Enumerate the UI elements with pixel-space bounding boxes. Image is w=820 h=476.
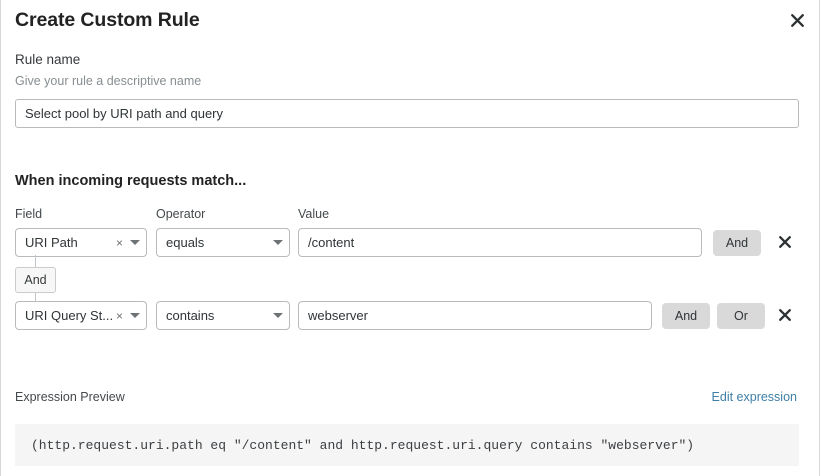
rule-name-help-text: Give your rule a descriptive name [15, 74, 202, 88]
chevron-down-icon[interactable] [124, 313, 146, 318]
field-select-row-1[interactable]: URI Path × [15, 228, 147, 257]
operator-select-row-1[interactable]: equals [156, 228, 290, 257]
value-input-row-1[interactable] [298, 228, 702, 257]
condition-row: URI Query St... × contains And Or [1, 301, 819, 331]
or-button-row-2[interactable]: Or [717, 303, 765, 329]
connector-and-badge[interactable]: And [15, 267, 56, 293]
and-button-row-1[interactable]: And [713, 230, 761, 256]
field-select-row-2[interactable]: URI Query St... × [15, 301, 147, 330]
close-icon [778, 235, 792, 252]
operator-select-value: contains [166, 308, 215, 323]
operator-select-row-2[interactable]: contains [156, 301, 290, 330]
close-icon [790, 13, 805, 28]
column-header-value: Value [298, 207, 330, 221]
column-header-field: Field [15, 207, 43, 221]
connector-line-bottom [35, 293, 36, 303]
chevron-down-icon[interactable] [267, 313, 289, 318]
chevron-down-icon[interactable] [124, 240, 146, 245]
expression-preview-label: Expression Preview [15, 390, 125, 404]
column-header-operator: Operator [156, 207, 206, 221]
condition-row: URI Path × equals And [1, 228, 819, 258]
dialog-title: Create Custom Rule [15, 9, 200, 31]
clear-icon[interactable]: × [115, 235, 123, 250]
value-input-row-2[interactable] [298, 301, 652, 330]
field-select-value: URI Query St... [25, 308, 114, 323]
clear-icon[interactable]: × [115, 308, 123, 323]
chevron-down-icon[interactable] [267, 240, 289, 245]
and-button-row-2[interactable]: And [662, 303, 710, 329]
close-icon [778, 308, 792, 325]
expression-preview-code: (http.request.uri.path eq "/content" and… [15, 424, 799, 466]
conditions-heading: When incoming requests match... [15, 173, 247, 189]
rule-name-label: Rule name [15, 52, 81, 67]
field-select-value: URI Path [25, 235, 78, 250]
operator-select-value: equals [166, 235, 205, 250]
connector-line-top [35, 255, 36, 267]
edit-expression-link[interactable]: Edit expression [711, 390, 797, 404]
rule-name-input[interactable] [15, 99, 799, 128]
delete-condition-button-row-2[interactable] [772, 303, 798, 329]
close-dialog-button[interactable] [784, 7, 810, 33]
delete-condition-button-row-1[interactable] [772, 230, 798, 256]
